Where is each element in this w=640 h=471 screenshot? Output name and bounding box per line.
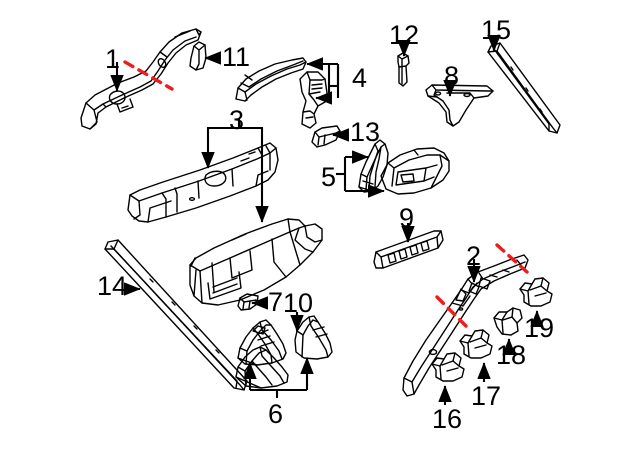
part-3-crossmember [127, 142, 279, 223]
callout-label-18: 18 [496, 340, 527, 370]
part-19-clip-nut [519, 277, 553, 307]
part-17-clip-nut [459, 329, 493, 359]
leader-5-bracket [336, 150, 385, 198]
part-11-clip [189, 41, 207, 71]
part-12-stud-bracket [397, 52, 410, 87]
callout-label-5: 5 [321, 162, 337, 192]
callout-label-12: 12 [389, 20, 420, 50]
callout-label-16: 16 [432, 404, 463, 434]
part-1-frame-rail [80, 28, 202, 130]
callout-label-17: 17 [471, 381, 502, 411]
part-6-mount-right [294, 315, 333, 360]
part-15-diagonal-rail [487, 42, 561, 134]
cut-line-part-1 [123, 60, 174, 91]
callout-label-13: 13 [350, 117, 381, 147]
part-14-sill-rail [104, 239, 248, 391]
leader-3-bracket [201, 118, 269, 223]
callout-label-4: 4 [352, 63, 368, 93]
callout-label-7: 7 [268, 287, 284, 317]
callout-label-11: 11 [222, 42, 251, 72]
part-2-frame-rail [402, 254, 529, 397]
part-8-gusset-plate [425, 84, 494, 127]
callout-label-19: 19 [524, 313, 555, 343]
callout-label-10: 10 [283, 288, 314, 318]
callout-label-15: 15 [481, 15, 512, 45]
callout-label-2: 2 [466, 241, 482, 271]
callout-label-1: 1 [105, 44, 121, 74]
cut-lines [123, 60, 529, 332]
callout-label-8: 8 [444, 61, 460, 91]
cut-line-part-2b [435, 295, 472, 332]
callout-label-6: 6 [268, 399, 284, 429]
part-3-floor-panel [189, 218, 323, 306]
part-18-stud-clip [493, 307, 523, 336]
callout-label-9: 9 [399, 203, 415, 233]
part-6-mount-left [237, 319, 287, 366]
part-13-wedge-clip [311, 125, 341, 148]
leader-4-bracket [306, 57, 340, 105]
leader-6-bracket [243, 357, 314, 398]
part-9-perforated-strap [373, 230, 444, 269]
callout-label-3: 3 [229, 105, 245, 135]
part-4-upper-rail [235, 57, 307, 102]
leader-lines [110, 35, 544, 405]
part-4-bracket [299, 71, 328, 129]
callout-label-14: 14 [97, 271, 128, 301]
part-16-clip-nut [431, 352, 465, 382]
cut-line-part-2a [495, 243, 529, 274]
part-5-reinforcement-b [380, 147, 450, 195]
